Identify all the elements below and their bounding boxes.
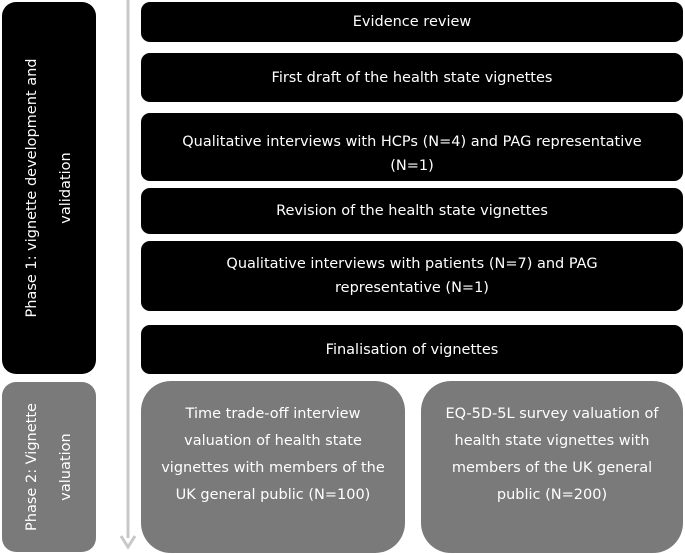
step-label: Qualitative interviews with HCPs (N=4) a… [182, 134, 642, 174]
step-label: Finalisation of vignettes [325, 341, 499, 358]
phase-1-label: Phase 1: vignette development and valida… [24, 58, 74, 318]
valuation-label: Time trade-off interview valuation of he… [161, 406, 385, 503]
step-label: Revision of the health state vignettes [276, 203, 548, 219]
step-label: Qualitative interviews with patients (N=… [226, 256, 598, 296]
step-patient-interviews: Qualitative interviews with patients (N=… [141, 241, 683, 311]
phase-1-label-box: Phase 1: vignette development and valida… [2, 2, 96, 374]
timeline-arrow [119, 0, 137, 550]
step-label: Evidence review [352, 14, 472, 30]
step-finalisation: Finalisation of vignettes [141, 325, 683, 374]
step-evidence-review: Evidence review [141, 2, 683, 42]
phase-2-label: Phase 2: Vignette valuation [24, 403, 74, 531]
step-label: First draft of the health state vignette… [271, 69, 553, 86]
step-hcp-interviews: Qualitative interviews with HCPs (N=4) a… [141, 113, 683, 181]
valuation-tto: Time trade-off interview valuation of he… [141, 381, 405, 553]
phase-2-label-box: Phase 2: Vignette valuation [2, 382, 96, 552]
valuation-label: EQ-5D-5L survey valuation of health stat… [445, 406, 659, 503]
step-first-draft: First draft of the health state vignette… [141, 53, 683, 102]
valuation-eq5d: EQ-5D-5L survey valuation of health stat… [421, 381, 683, 553]
step-revision: Revision of the health state vignettes [141, 188, 683, 234]
